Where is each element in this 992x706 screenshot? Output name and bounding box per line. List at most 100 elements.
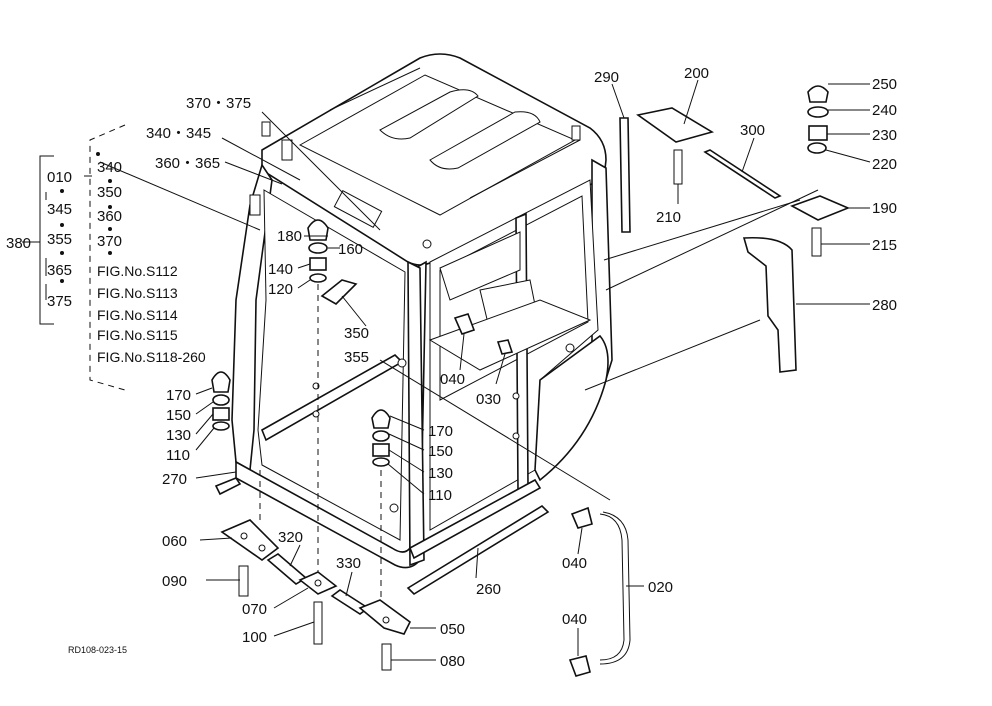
cabin-frame [231,53,613,569]
callout-200: 200 [684,65,709,82]
callout-080: 080 [440,653,465,670]
callout-150-b: 150 [428,443,453,460]
callout-355: 355 [344,349,369,366]
part-020-cable-inner [599,511,631,665]
callout-230: 230 [872,127,897,144]
callout-240: 240 [872,102,897,119]
callout-220: 220 [872,156,897,173]
part-220-washer [807,142,827,154]
part-180-cap [307,219,329,241]
callout-140: 140 [268,261,293,278]
group-bracket-outer [39,155,54,325]
callout-110-a: 110 [166,447,190,464]
front-glass-panel [257,189,406,541]
part-280-trim [742,236,797,373]
bolt-hole [397,358,407,368]
callout-340-345: 340・345 [146,125,211,142]
callout-040-a: 040 [440,371,465,388]
leader-lines [99,79,871,661]
group-right-item: 360 [97,208,122,225]
callout-110-b: 110 [428,487,452,504]
part-240-nut [807,106,829,118]
callout-210: 210 [656,209,681,226]
roof-rib-b [429,111,541,170]
part-130-spacer [212,407,230,421]
group-bracket-dashed [89,124,126,391]
part-230-spacer [808,125,828,141]
label-strip [333,190,383,228]
assembly-group-bracket [22,124,126,391]
floor-panel [428,299,592,371]
group-right-item: 340 [97,159,122,176]
callout-070: 070 [242,601,267,618]
hinge [249,194,261,216]
part-215-stud [811,227,822,257]
callout-050: 050 [440,621,465,638]
callout-160: 160 [338,241,363,258]
part-300-bar [703,149,782,199]
part-150-nut [212,394,230,406]
part-270-bar [214,477,242,496]
callout-040-b: 040 [562,555,587,572]
callout-350: 350 [344,325,369,342]
part-250-cap [807,85,829,103]
bolt-hole [312,410,320,418]
callout-180: 180 [277,228,302,245]
callout-280: 280 [872,297,897,314]
part-110-washer [372,457,390,467]
front-door-frame [235,260,427,569]
lower-bar-base [408,478,542,560]
part-060-bracket [220,519,280,561]
part-090-stud [238,565,249,597]
group-left-item: 345 [47,201,72,218]
hinge [281,139,293,161]
part-040-end-top [570,506,593,529]
callout-020: 020 [648,579,673,596]
part-030-clip [496,339,514,355]
interior-bracket [439,231,521,301]
callout-370-375: 370・375 [186,95,251,112]
callout-360-365: 360・365 [155,155,220,172]
part-040-grommet [453,313,476,335]
bolt-hole [565,343,575,353]
callout-090: 090 [162,573,187,590]
callout-labels: 370・375 340・345 360・365 290 200 300 250 … [6,65,897,670]
bolt-hole [512,392,520,400]
callout-190: 190 [872,200,897,217]
part-120-washer [309,273,327,283]
rear-lower-panel [534,334,609,482]
callout-290: 290 [594,69,619,86]
bolt-hole [240,532,248,540]
group-right-item: 350 [97,184,122,201]
callout-030: 030 [476,391,501,408]
drawing-code: RD108-023-15 [68,645,127,655]
part-200-plate [636,107,715,143]
group-left-item: 355 [47,231,72,248]
callout-170-a: 170 [166,387,191,404]
callout-300: 300 [740,122,765,139]
part-160-nut [308,242,328,254]
bolt-hole [314,579,322,587]
part-150-nut [372,430,390,442]
group-right-item: 370 [97,233,122,250]
group-fig-ref: FIG.No.S112 [97,263,178,279]
part-080-stud [381,643,392,671]
callout-060: 060 [162,533,187,550]
callout-100: 100 [242,629,267,646]
callout-130-b: 130 [428,465,453,482]
assembly-guides [259,189,819,600]
callout-150-a: 150 [166,407,191,424]
group-fig-ref: FIG.No.S118-260 [97,349,206,365]
callout-330: 330 [336,555,361,572]
part-170-cap [211,371,231,393]
label-plate-350 [320,279,358,305]
part-110-washer [212,421,230,431]
group-left-item: 375 [47,293,72,310]
hinge [261,121,271,137]
part-040-end-bottom [568,655,591,677]
part-170-cap [371,409,391,429]
callout-040-c: 040 [562,611,587,628]
group-left-item: 365 [47,262,72,279]
callout-215: 215 [872,237,897,254]
